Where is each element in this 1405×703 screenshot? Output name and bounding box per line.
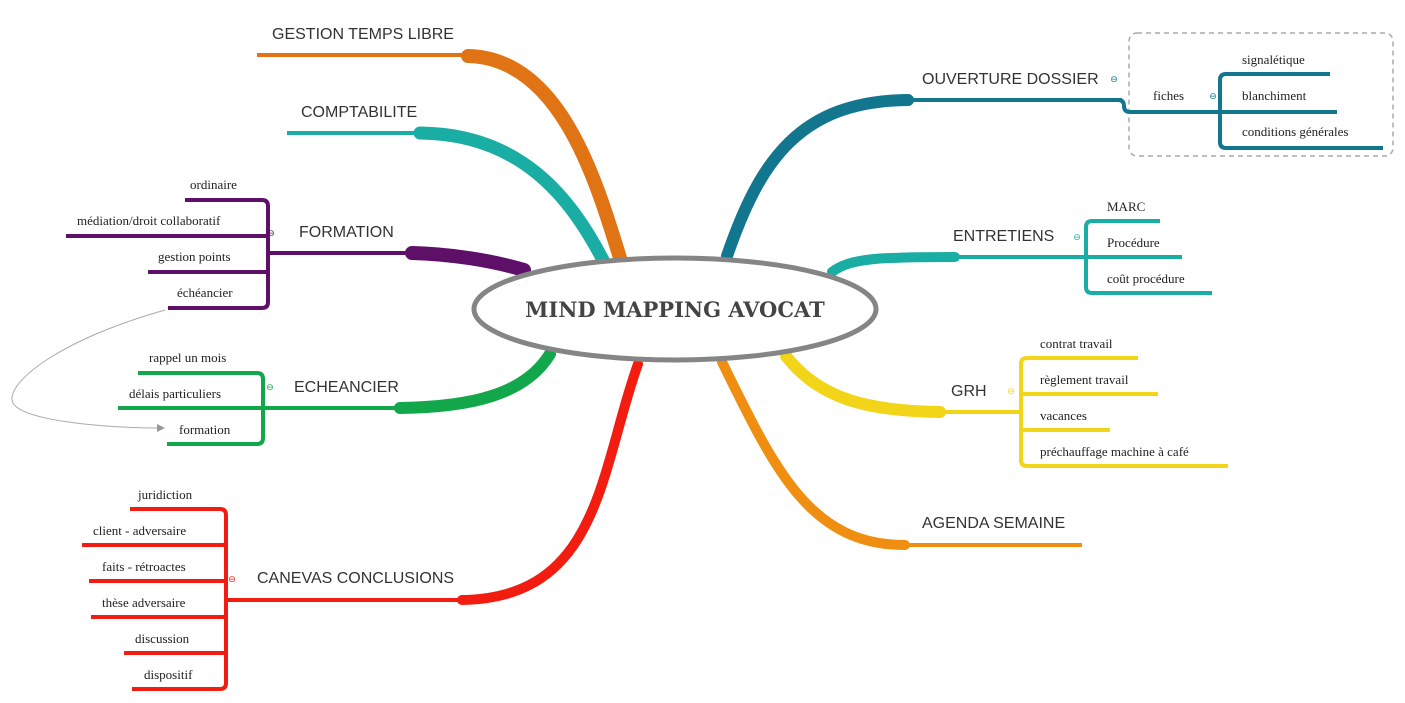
leaf-reglement-travail[interactable]: règlement travail: [1040, 372, 1129, 387]
leaf-formation[interactable]: formation: [179, 422, 231, 437]
collapse-fiches-icon[interactable]: ⊖: [1209, 92, 1217, 102]
canevas-bracket: [130, 507, 228, 691]
leaf-mediation-droit-collaboratif[interactable]: médiation/droit collaboratif: [77, 213, 221, 228]
central-ellipse: [471, 255, 879, 363]
branch-underlines: [226, 53, 1122, 602]
fiches-group-box: [1128, 32, 1394, 157]
leaf-contrat-travail[interactable]: contrat travail: [1040, 336, 1113, 351]
collapse-canevas-conclusions-icon[interactable]: ⊖: [228, 575, 236, 585]
leaf-procedure[interactable]: Procédure: [1107, 235, 1160, 250]
formation-bracket: [168, 198, 270, 310]
formation-children: [66, 198, 270, 310]
trunk-curves: [394, 49, 960, 605]
title-agenda-semaine[interactable]: AGENDA SEMAINE: [922, 515, 1065, 532]
collapse-entretiens-icon[interactable]: ⊖: [1073, 233, 1081, 243]
collapse-grh-icon[interactable]: ⊖: [1007, 387, 1015, 397]
leaf-delais-particuliers[interactable]: délais particuliers: [129, 386, 221, 401]
leaf-these-adversaire[interactable]: thèse adversaire: [102, 595, 186, 610]
leaf-vacances[interactable]: vacances: [1040, 408, 1087, 423]
cross-link-arrow: [11, 309, 166, 432]
title-canevas-conclusions[interactable]: CANEVAS CONCLUSIONS: [257, 570, 454, 587]
leaf-cout-procedure[interactable]: coût procédure: [1107, 271, 1185, 286]
title-ouverture-dossier[interactable]: OUVERTURE DOSSIER: [922, 71, 1099, 88]
collapse-ouverture-dossier-icon[interactable]: ⊖: [1110, 75, 1118, 85]
leaf-fiches[interactable]: fiches: [1153, 88, 1184, 103]
trunk-comptabilite: [413, 126, 611, 269]
leaf-marc[interactable]: MARC: [1107, 199, 1145, 214]
title-echeancier[interactable]: ECHEANCIER: [294, 379, 399, 396]
leaf-faits-retroactes[interactable]: faits - rétroactes: [102, 559, 186, 574]
trunk-gestion-temps-libre: [461, 49, 627, 265]
entretiens-children: [1084, 219, 1212, 295]
trunk-grh: [780, 350, 946, 418]
trunk-formation: [405, 246, 531, 277]
central-topic[interactable]: MIND MAPPING AVOCAT: [471, 255, 879, 363]
collapse-toggles: ⊖ ⊖ ⊖ ⊖ ⊖ ⊖ ⊖: [228, 75, 1217, 585]
trunk-echeancier: [394, 348, 556, 414]
formation-leaves: ordinaire médiation/droit collaboratif g…: [77, 177, 237, 300]
leaf-conditions-generales[interactable]: conditions générales: [1242, 124, 1349, 139]
grh-children: [1019, 356, 1228, 468]
central-title: MIND MAPPING AVOCAT: [525, 297, 825, 322]
leaf-ordinaire[interactable]: ordinaire: [190, 177, 237, 192]
collapse-echeancier-icon[interactable]: ⊖: [266, 383, 274, 393]
ouverture-children: [1117, 72, 1383, 150]
trunk-agenda-semaine: [717, 357, 910, 550]
canevas-children: [82, 507, 228, 691]
leaf-client-adversaire[interactable]: client - adversaire: [93, 523, 186, 538]
title-entretiens[interactable]: ENTRETIENS: [953, 228, 1054, 245]
branch-titles: GESTION TEMPS LIBRE COMPTABILITE FORMATI…: [257, 26, 1099, 587]
ouverture-leaves: fiches signalétique blanchiment conditio…: [1153, 52, 1349, 139]
echeancier-children: [118, 371, 265, 446]
leaf-gestion-points[interactable]: gestion points: [158, 249, 231, 264]
ouverture-connector: [1117, 98, 1220, 114]
leaf-blanchiment[interactable]: blanchiment: [1242, 88, 1307, 103]
grh-bracket: [1019, 356, 1228, 468]
echeancier-leaves: rappel un mois délais particuliers forma…: [129, 350, 231, 437]
leaf-dispositif[interactable]: dispositif: [144, 667, 193, 682]
entretiens-leaves: MARC Procédure coût procédure: [1107, 199, 1185, 286]
title-grh[interactable]: GRH: [951, 383, 987, 400]
leaf-signaletique[interactable]: signalétique: [1242, 52, 1305, 67]
leaf-rappel-un-mois[interactable]: rappel un mois: [149, 350, 226, 365]
title-formation[interactable]: FORMATION: [299, 224, 394, 241]
collapse-formation-icon[interactable]: ⊖: [267, 229, 275, 239]
trunk-canevas-conclusions: [457, 359, 643, 605]
canevas-leaves: juridiction client - adversaire faits - …: [93, 487, 193, 682]
leaf-juridiction[interactable]: juridiction: [137, 487, 193, 502]
leaf-prechauffage-machine-a-cafe[interactable]: préchauffage machine à café: [1040, 444, 1189, 459]
title-comptabilite[interactable]: COMPTABILITE: [301, 104, 417, 121]
trunk-ouverture-dossier: [721, 94, 914, 262]
grh-leaves: contrat travail règlement travail vacanc…: [1040, 336, 1189, 459]
trunk-entretiens: [827, 252, 960, 277]
leaf-discussion[interactable]: discussion: [135, 631, 190, 646]
title-gestion-temps-libre[interactable]: GESTION TEMPS LIBRE: [272, 26, 454, 43]
leaf-echeancier[interactable]: échéancier: [177, 285, 233, 300]
